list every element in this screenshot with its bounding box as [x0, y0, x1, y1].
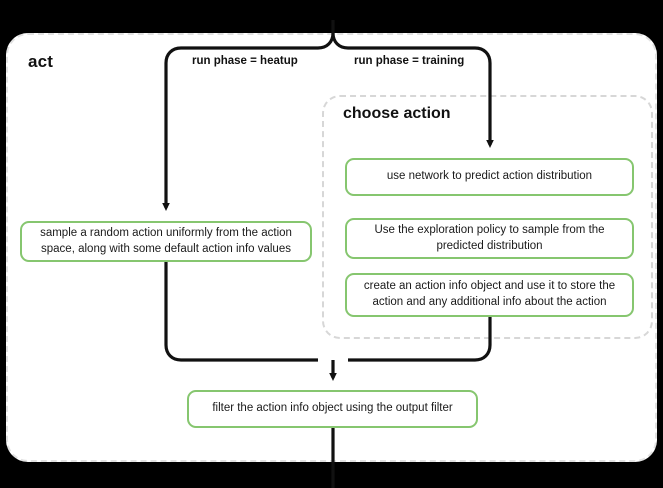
choose-action-group-label: choose action — [343, 105, 451, 122]
node-exploration-policy[interactable]: Use the exploration policy to sample fro… — [345, 218, 634, 259]
branch-label-training: run phase = training — [354, 55, 465, 67]
node-create-action-info[interactable]: create an action info object and use it … — [345, 273, 634, 317]
act-group-label: act — [28, 52, 54, 71]
branch-label-heatup: run phase = heatup — [192, 55, 298, 67]
node-filter-action-info[interactable]: filter the action info object using the … — [187, 390, 478, 428]
node-use-network[interactable]: use network to predict action distributi… — [345, 158, 634, 196]
node-sample-random-action[interactable]: sample a random action uniformly from th… — [20, 221, 312, 262]
